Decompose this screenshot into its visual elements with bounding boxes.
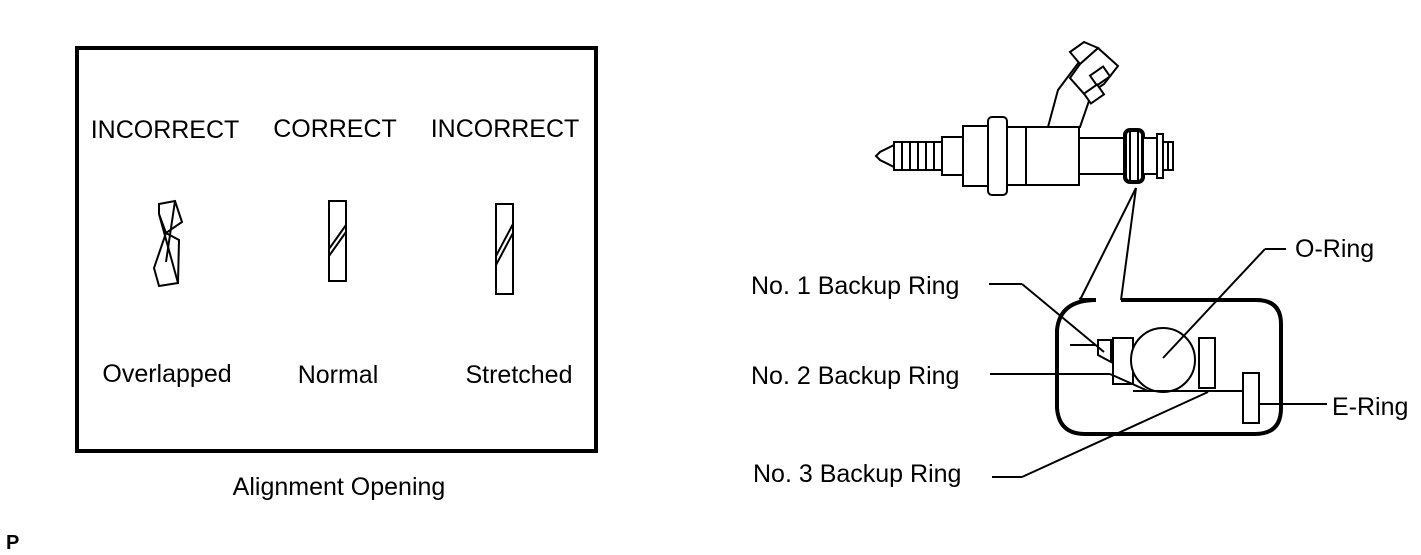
ring-detail-callout xyxy=(1055,187,1283,436)
state-overlapped: Overlapped xyxy=(102,360,231,388)
alignment-panel-frame xyxy=(75,46,598,453)
injector-nozzle-tip xyxy=(874,143,895,169)
alignment-panel: INCORRECT CORRECT INCORRECT Overlapped N… xyxy=(75,46,598,453)
stretched-ring-symbol xyxy=(495,203,514,295)
header-correct: CORRECT xyxy=(273,115,397,143)
alignment-caption: Alignment Opening xyxy=(233,473,446,501)
injector-ring-section xyxy=(1123,128,1145,184)
backup-ring-1-shape xyxy=(1097,339,1112,364)
normal-ring-symbol xyxy=(328,200,347,282)
label-backup-ring-3: No. 3 Backup Ring xyxy=(753,460,961,488)
label-backup-ring-2: No. 2 Backup Ring xyxy=(751,362,959,390)
state-normal: Normal xyxy=(298,361,379,389)
backup-ring-3-shape xyxy=(1198,337,1216,389)
state-stretched: Stretched xyxy=(465,361,572,389)
injector-lower-body xyxy=(941,136,964,176)
fuel-injector-illustration xyxy=(874,40,1174,196)
corner-mark: P xyxy=(6,532,19,554)
injector-collar xyxy=(987,116,1008,196)
leader-lines xyxy=(989,248,1327,478)
header-incorrect-left: INCORRECT xyxy=(91,116,240,144)
label-e-ring: E-Ring xyxy=(1332,393,1408,421)
label-o-ring: O-Ring xyxy=(1295,235,1374,263)
overlapped-ring-symbol xyxy=(152,199,184,288)
header-incorrect-right: INCORRECT xyxy=(431,115,580,143)
label-backup-ring-1: No. 1 Backup Ring xyxy=(751,272,959,300)
e-ring-shape xyxy=(1242,372,1260,424)
o-ring-shape xyxy=(1130,327,1196,393)
ring-detail-parts xyxy=(1070,327,1260,424)
injector-main-body xyxy=(1006,126,1080,186)
